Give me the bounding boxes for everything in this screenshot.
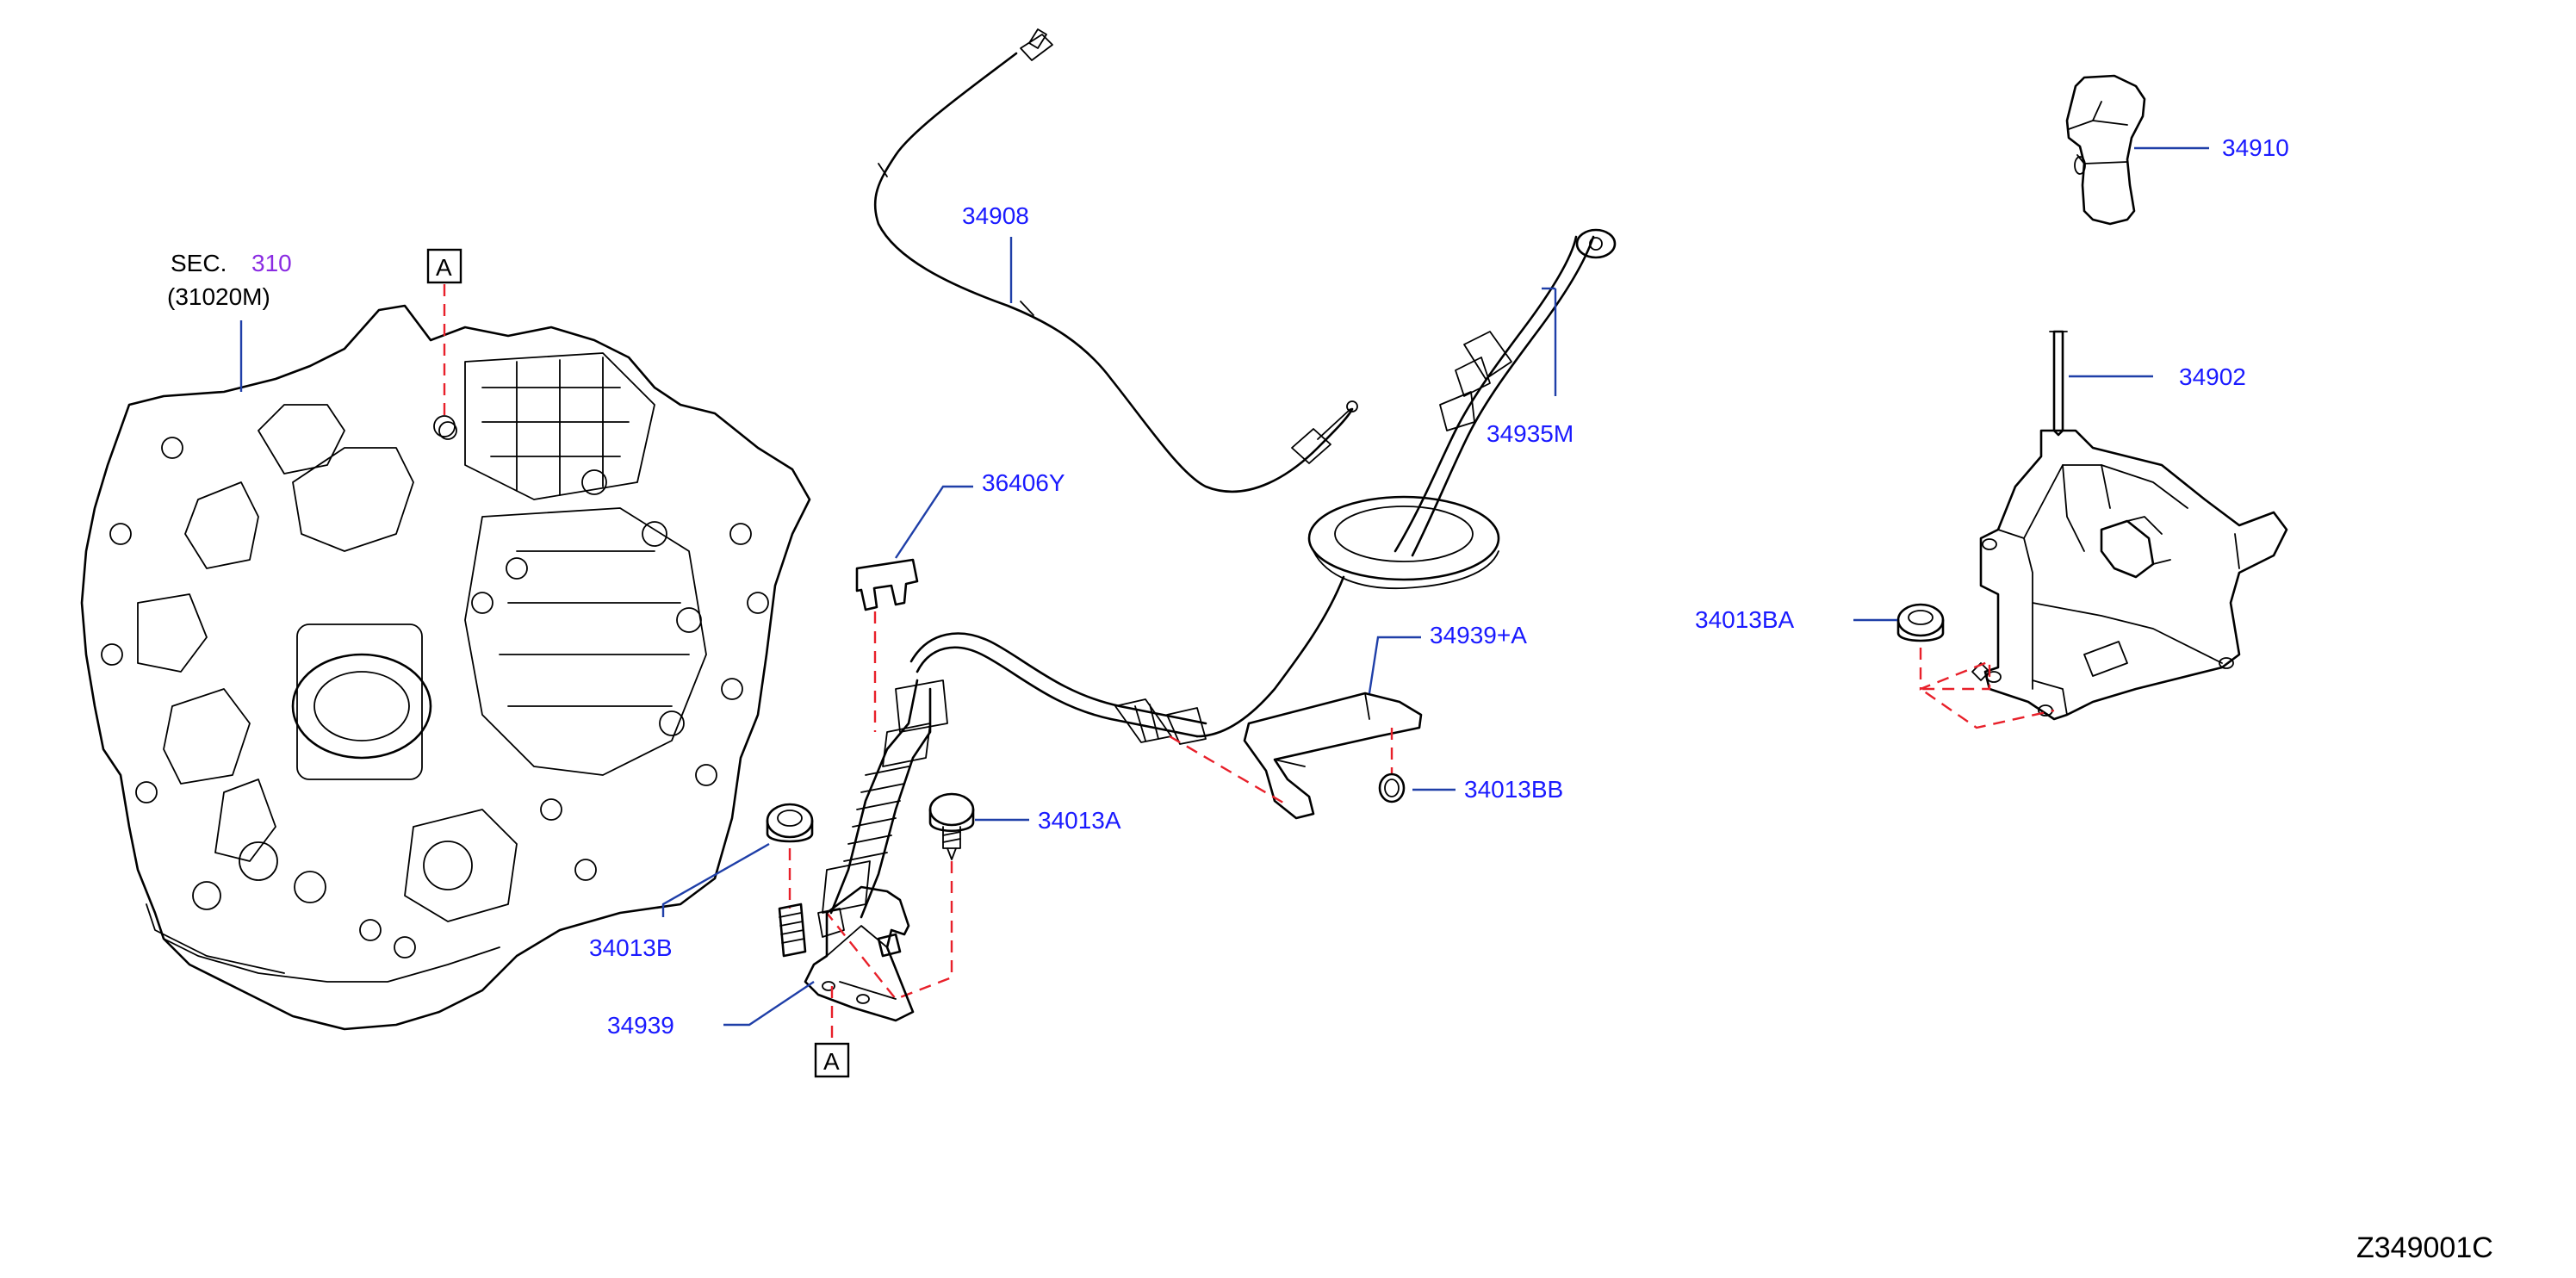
nut-ba-hidden-line [1917,648,2055,729]
callout-34939A[interactable]: 34939+A [1430,622,1527,648]
section-number-link[interactable]: 310 [251,250,292,276]
callout-34902[interactable]: 34902 [2179,363,2246,390]
upper-control-cable [873,28,1358,493]
marker-label: A [823,1048,840,1075]
section-reference: SEC. 310 (31020M) [167,250,292,392]
section-assembly-code: (31020M) [167,283,270,310]
nut-34013BA [1896,603,1945,642]
bracket-34939 [804,885,915,1022]
callout-34013BA[interactable]: 34013BA [1695,606,1795,633]
callout-34939[interactable]: 34939 [607,1012,674,1039]
bolt-34013A [928,792,975,860]
bracket-a [1243,692,1423,820]
bracket-a-hidden-line [1169,735,1288,807]
main-shift-cable [817,228,1617,938]
leader-34939 [723,981,815,1027]
marker-box [426,248,462,284]
callout-34013B[interactable]: 34013B [589,934,673,961]
transmission-assembly [80,304,811,1031]
marker-a-bottom: A [814,986,850,1078]
shift-knob [2065,74,2146,226]
shift-lever-assembly [1971,330,2288,721]
marker-label: A [436,254,452,281]
callout-34910[interactable]: 34910 [2222,134,2289,161]
leader-34939A [1368,636,1421,694]
callout-34013BB[interactable]: 34013BB [1464,776,1563,803]
stud [778,903,807,958]
leader-36406Y [894,485,973,559]
leader-34013B [661,842,770,917]
cable-clip [855,558,919,611]
marker-box [814,1042,850,1078]
bolt-hidden-line [826,861,953,1001]
callout-34935M[interactable]: 34935M [1487,420,1574,447]
callout-34908[interactable]: 34908 [962,202,1029,229]
grommet [1307,495,1500,581]
section-prefix: SEC. [171,250,227,276]
callout-36406Y[interactable]: 36406Y [982,469,1065,496]
marker-a-top: A [426,248,462,437]
callout-34013A[interactable]: 34013A [1038,807,1121,834]
marker-boss [433,415,456,437]
washer-34013BB [1378,772,1406,803]
nut-34013B [766,803,814,843]
drawing-code: Z349001C [2356,1231,2493,1264]
cable-body [873,52,1354,493]
